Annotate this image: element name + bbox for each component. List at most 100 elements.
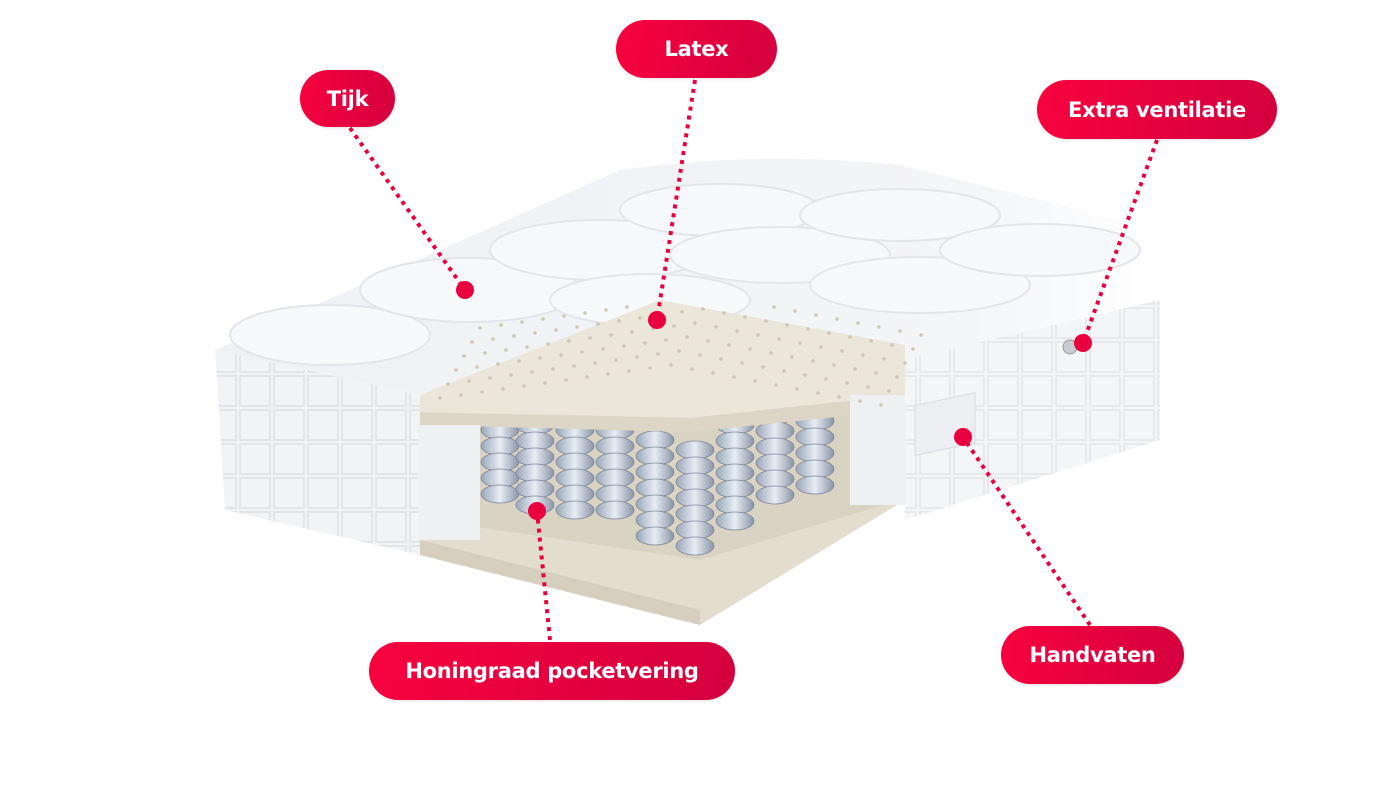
marker-tijk	[456, 281, 474, 299]
spring-coil	[635, 446, 675, 466]
spring-coil	[715, 447, 755, 467]
label-handvaten[interactable]: Handvaten	[1001, 626, 1184, 684]
perforation	[559, 353, 563, 357]
perforation	[772, 305, 776, 309]
perforation	[706, 339, 710, 343]
perforation	[572, 364, 576, 368]
perforation	[583, 311, 587, 315]
spring-coil	[675, 488, 715, 508]
spring-coil	[595, 468, 635, 488]
perforation	[761, 365, 765, 369]
spring-coil	[635, 494, 675, 514]
perforation	[588, 336, 592, 340]
perforation	[630, 330, 634, 334]
spring-coil	[635, 462, 675, 482]
perforation	[496, 362, 500, 366]
perforation	[522, 384, 526, 388]
perforation	[480, 390, 484, 394]
perforation	[601, 347, 605, 351]
leader-pocketvering	[535, 510, 552, 641]
perforation	[806, 327, 810, 331]
perforation	[585, 375, 589, 379]
perforation	[701, 307, 705, 311]
perforation	[467, 379, 471, 383]
perforation	[777, 337, 781, 341]
mattress-side-right	[905, 300, 1160, 520]
perforation	[887, 389, 891, 393]
label-text: Handvaten	[1029, 643, 1156, 667]
perforation	[911, 347, 915, 351]
perforation	[564, 378, 568, 382]
spring-coil	[555, 436, 595, 456]
perforation	[743, 315, 747, 319]
perforation	[580, 350, 584, 354]
perforation	[672, 324, 676, 328]
perforation	[835, 317, 839, 321]
perforation	[478, 326, 482, 330]
spring-coil	[635, 478, 675, 498]
perforation	[903, 361, 907, 365]
perforation	[512, 334, 516, 338]
perforation	[861, 353, 865, 357]
perforation	[685, 335, 689, 339]
spring-coil	[515, 431, 555, 451]
perforation	[798, 341, 802, 345]
perforation	[446, 382, 450, 386]
perforation	[438, 396, 442, 400]
perforation	[814, 313, 818, 317]
perforation	[819, 345, 823, 349]
spring-coil	[480, 468, 520, 488]
perforation	[774, 383, 778, 387]
perforation	[609, 333, 613, 337]
perforation	[491, 337, 495, 341]
perforation	[882, 357, 886, 361]
perforation	[782, 369, 786, 373]
perforation	[879, 403, 883, 407]
spring-coil	[675, 472, 715, 492]
perforation	[858, 399, 862, 403]
marker-pocketvering	[528, 502, 546, 520]
quilt-pillows	[229, 183, 1141, 366]
perforation	[919, 333, 923, 337]
perforation	[735, 329, 739, 333]
spring-coil	[755, 421, 795, 441]
label-latex[interactable]: Latex	[616, 20, 777, 78]
spring-coil	[480, 452, 520, 472]
perforation	[690, 367, 694, 371]
perforation	[711, 371, 715, 375]
spring-coil	[595, 500, 635, 520]
side-foam-left	[418, 425, 480, 540]
spring-coil	[555, 500, 595, 520]
perforation	[795, 387, 799, 391]
perforation	[803, 373, 807, 377]
label-extra-ventilatie[interactable]: Extra ventilatie	[1037, 80, 1277, 139]
perforation	[475, 365, 479, 369]
label-tijk[interactable]: Tijk	[300, 70, 395, 127]
spring-coil	[795, 475, 835, 495]
perforation	[606, 372, 610, 376]
perforation	[714, 325, 718, 329]
perforation	[656, 352, 660, 356]
perforation	[811, 359, 815, 363]
perforation	[874, 371, 878, 375]
perforation	[866, 385, 870, 389]
perforation	[832, 363, 836, 367]
spring-coil	[715, 511, 755, 531]
spring-coil	[755, 469, 795, 489]
perforation	[543, 381, 547, 385]
spring-coil	[635, 510, 675, 530]
perforation	[824, 377, 828, 381]
perforation	[898, 329, 902, 333]
perforation	[625, 305, 629, 309]
perforation	[554, 328, 558, 332]
perforation	[614, 358, 618, 362]
label-text: Honingraad pocketvering	[405, 659, 699, 683]
perforation	[785, 323, 789, 327]
spring-coil	[595, 436, 635, 456]
label-pocketvering[interactable]: Honingraad pocketvering	[369, 642, 735, 700]
perforation	[719, 357, 723, 361]
perforation	[504, 348, 508, 352]
spring-coil	[715, 479, 755, 499]
perforation	[669, 363, 673, 367]
